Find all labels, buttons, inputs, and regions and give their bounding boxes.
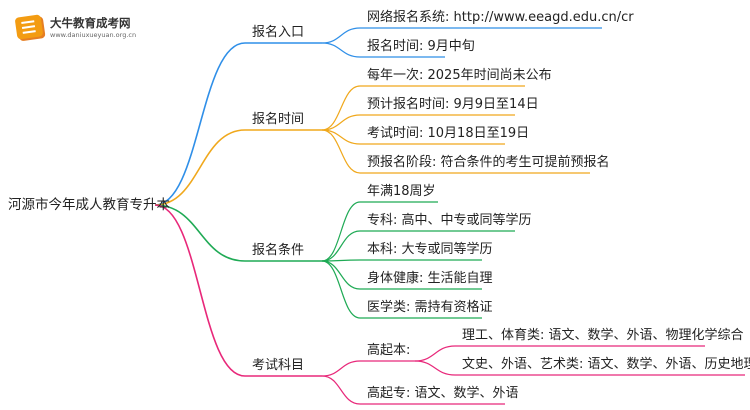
leaf-connector xyxy=(321,360,361,377)
logo-url: www.daniuxueyuan.org.cn xyxy=(50,31,137,39)
branch-connector xyxy=(154,204,246,262)
leaf-pre-registration: 预报名阶段: 符合条件的考生可提前预报名 xyxy=(367,155,610,170)
site-logo: 大牛教育成考网 www.daniuxueyuan.org.cn xyxy=(14,6,154,46)
root-topic: 河源市今年成人教育专升本 xyxy=(8,197,170,213)
leaf-connector xyxy=(321,260,361,319)
leaf-junior-college: 专科: 高中、中专或同等学历 xyxy=(367,213,532,228)
leaf-gaoqiben: 高起本: xyxy=(367,343,411,358)
leaf-gaoqizhuan: 高起专: 语文、数学、外语 xyxy=(367,386,519,401)
leaf-registration-system: 网络报名系统: http://www.eeagd.edu.cn/cr xyxy=(367,10,634,25)
leaf-connector xyxy=(321,27,361,44)
branch-connector xyxy=(154,204,246,377)
branch-connector xyxy=(154,42,246,206)
branch-label-registration-time: 报名时间 xyxy=(252,112,305,127)
leaf-connector xyxy=(321,230,361,262)
leaf-connector xyxy=(321,129,361,174)
leaf-yearly-once: 每年一次: 2025年时间尚未公布 xyxy=(367,68,552,83)
leaf-registration-time: 报名时间: 9月中旬 xyxy=(367,39,475,54)
branch-label-conditions: 报名条件 xyxy=(252,243,305,258)
subleaf-connector xyxy=(414,360,456,376)
leaf-connector xyxy=(321,201,361,262)
logo-name: 大牛教育成考网 xyxy=(50,16,131,30)
leaf-age: 年满18周岁 xyxy=(367,184,436,199)
leaf-health: 身体健康: 生活能自理 xyxy=(367,271,493,286)
subleaf-liberal-arts: 文史、外语、艺术类: 语文、数学、外语、历史地理综合 xyxy=(462,357,750,372)
leaf-connector xyxy=(321,85,361,131)
leaf-connector xyxy=(321,375,361,405)
leaf-connector xyxy=(321,260,361,290)
leaf-connector xyxy=(321,42,361,58)
leaf-medical: 医学类: 需持有资格证 xyxy=(367,300,493,315)
subleaf-connector xyxy=(414,345,456,362)
branch-label-exam-subjects: 考试科目 xyxy=(252,358,305,373)
leaf-connector xyxy=(321,114,361,131)
leaf-undergraduate: 本科: 大专或同等学历 xyxy=(367,242,493,257)
leaf-exam-time: 考试时间: 10月18日至19日 xyxy=(367,126,530,141)
leaf-expected-registration: 预计报名时间: 9月9日至14日 xyxy=(367,97,539,112)
branch-label-registration-entry: 报名入口 xyxy=(252,25,305,40)
branch-connector xyxy=(154,129,246,206)
subleaf-science-sports: 理工、体育类: 语文、数学、外语、物理化学综合 xyxy=(462,328,744,343)
